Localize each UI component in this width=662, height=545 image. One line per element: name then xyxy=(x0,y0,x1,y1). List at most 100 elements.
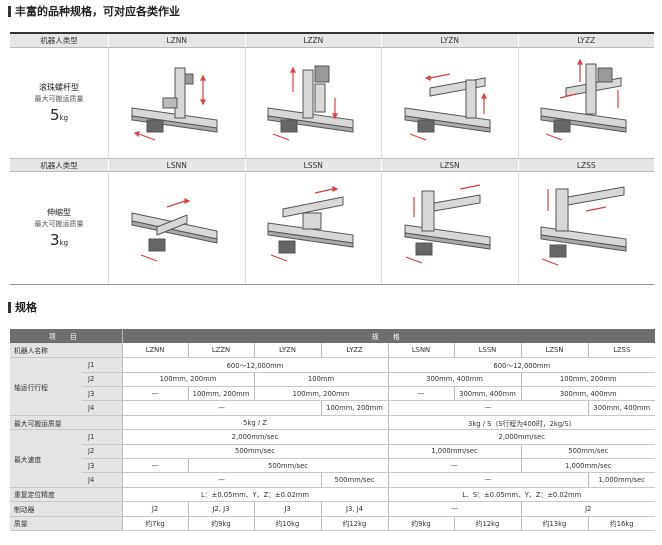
model-header: LZNN xyxy=(108,34,245,47)
payload-label: 最大可搬运质量 xyxy=(34,95,84,103)
value-cell: — xyxy=(121,386,189,402)
robot-type-header: 机器人类型 xyxy=(40,36,78,45)
section-title-variants: 丰富的品种规格，可对应各类作业 xyxy=(8,4,180,18)
row-label: 轴运行行程 xyxy=(10,357,82,416)
value-cell: 约9kg xyxy=(387,516,455,531)
payload-value: 3kg xyxy=(49,231,69,249)
robot-image-lyzn xyxy=(381,48,518,158)
value-cell: 3kg / S（S行程为400时，2kg/S） xyxy=(387,415,656,431)
value-cell: L、S：±0.05mm、Y、Z：±0.02mm xyxy=(387,487,656,503)
row-label: 最大速度 xyxy=(10,429,82,488)
section-title-specs: 规格 xyxy=(8,300,37,314)
spec-row-stroke-j3: J3 — 100mm, 200mm 100mm, 200mm — 300mm, … xyxy=(10,386,656,402)
model-cell: LZNN xyxy=(121,343,189,359)
spec-row-mass: 质量 约7kg 约9kg 约10kg 约12kg 约9kg 约12kg 约13k… xyxy=(10,516,656,531)
spec-row-speed-j1: 最大速度 J1 2,000mm/sec 2,000mm/sec xyxy=(10,429,656,488)
spec-row-stroke-j2: J2 100mm, 200mm 100mm 300mm, 400mm 100mm… xyxy=(10,372,656,388)
value-cell: 100mm, 200mm xyxy=(320,400,389,416)
payload-label: 最大可搬运质量 xyxy=(34,220,84,228)
robot-image-lyzz xyxy=(517,48,655,158)
spec-header: 规 格 xyxy=(121,329,656,344)
row-label: 机器人名称 xyxy=(10,343,123,359)
title-marker xyxy=(8,5,11,17)
spec-row-speed-j3: J3 — 500mm/sec — 1,000mm/sec xyxy=(10,458,656,474)
row-label: 重复定位精度 xyxy=(10,487,123,503)
value-cell: 600～12,000mm xyxy=(387,357,656,373)
spec-row-repeatability: 重复定位精度 L：±0.05mm、Y、Z：±0.02mm L、S：±0.05mm… xyxy=(10,487,656,503)
axis-label: J3 xyxy=(82,386,123,402)
value-cell: J2 xyxy=(121,501,189,517)
model-header: LZSN xyxy=(381,159,518,171)
spec-row-speed-j2: J2 500mm/sec 1,000mm/sec 500mm/sec xyxy=(10,444,656,460)
value-cell: 约9kg xyxy=(187,516,255,531)
value-cell: — xyxy=(387,400,589,416)
spec-row-stroke-j4: J4 — 100mm, 200mm — 300mm, 400mm xyxy=(10,400,656,416)
value-cell: L：±0.05mm、Y、Z：±0.02mm xyxy=(121,487,389,503)
value-cell: 500mm/sec xyxy=(121,444,389,460)
value-cell: 约16kg xyxy=(587,516,656,531)
value-cell: 500mm/sec xyxy=(187,458,389,474)
model-header: LYZZ xyxy=(517,34,655,47)
row-label: 制动器 xyxy=(10,501,123,517)
value-cell: 600～12,000mm xyxy=(121,357,389,373)
section-title-text: 规格 xyxy=(15,301,37,314)
model-cell: LZSN xyxy=(520,343,589,359)
robot-type-header: 机器人类型 xyxy=(40,160,78,170)
robot-illustration xyxy=(131,198,218,262)
value-cell: — xyxy=(121,400,322,416)
spec-row-name: 机器人名称 LZNN LZZN LYZN LYZZ LSNN LSSN LZSN… xyxy=(10,343,656,359)
axis-label: J3 xyxy=(82,458,123,474)
value-cell: — xyxy=(387,386,455,402)
spec-row-stroke-j1: 轴运行行程 J1 600～12,000mm 600～12,000mm xyxy=(10,357,656,416)
value-cell: J3 xyxy=(253,501,322,517)
model-cell: LZZN xyxy=(187,343,255,359)
section-title-text: 丰富的品种规格，可对应各类作业 xyxy=(15,5,180,18)
value-cell: 5kg / Z xyxy=(121,415,389,431)
value-cell: J3, J4 xyxy=(320,501,389,517)
model-cell: LSNN xyxy=(387,343,455,359)
type-name: 滚珠螺杆型 xyxy=(39,83,79,92)
value-cell: — xyxy=(387,472,589,488)
robot-image-lzss xyxy=(517,172,655,284)
robot-gallery: 机器人类型 LZNN LZZN LYZN LYZZ 滚珠螺杆型 最大可搬运质量 … xyxy=(10,32,654,285)
value-cell: — xyxy=(121,458,189,474)
axis-label: J1 xyxy=(82,357,123,373)
value-cell: J2, J3 xyxy=(187,501,255,517)
value-cell: 300mm, 400mm xyxy=(453,386,522,402)
value-cell: 约12kg xyxy=(453,516,522,531)
spec-row-speed-j4: J4 — 500mm/sec — 1,000mm/sec xyxy=(10,472,656,488)
model-header: LZZN xyxy=(244,34,382,47)
gallery-row-telescopic: 伸缩型 最大可搬运质量 3kg xyxy=(10,172,654,284)
gallery-header-row-2: 机器人类型 LSNN LSSN LZSN LZSS xyxy=(10,158,654,172)
robot-illustration xyxy=(131,67,218,141)
axis-label: J1 xyxy=(82,429,123,445)
robot-illustration xyxy=(404,184,491,264)
model-cell: LYZN xyxy=(253,343,322,359)
robot-image-lzsn xyxy=(381,172,518,284)
type-label-ballscrew: 滚珠螺杆型 最大可搬运质量 5kg xyxy=(10,48,108,158)
value-cell: 100mm, 200mm xyxy=(187,386,255,402)
robot-illustration xyxy=(267,186,354,262)
title-marker xyxy=(8,301,11,313)
spec-header-row: 项 目 规 格 xyxy=(10,329,656,344)
value-cell: 约7kg xyxy=(121,516,189,531)
robot-image-lznn xyxy=(108,48,245,158)
model-cell: LZSS xyxy=(587,343,656,359)
value-cell: 500mm/sec xyxy=(520,444,656,460)
spec-row-brake: 制动器 J2 J2, J3 J3 J3, J4 — J2 xyxy=(10,501,656,517)
spec-table: 项 目 规 格 机器人名称 LZNN LZZN LYZN LYZZ LSNN L… xyxy=(10,329,656,531)
value-cell: 2,000mm/sec xyxy=(387,429,656,445)
value-cell: J2 xyxy=(520,501,656,517)
value-cell: 约10kg xyxy=(253,516,322,531)
row-label: 质量 xyxy=(10,516,123,531)
robot-image-lssn xyxy=(244,172,382,284)
model-header: LZSS xyxy=(517,159,655,171)
value-cell: 约12kg xyxy=(320,516,389,531)
robot-illustration xyxy=(267,65,354,141)
value-cell: 300mm, 400mm xyxy=(587,400,656,416)
value-cell: — xyxy=(387,458,522,474)
value-cell: 约13kg xyxy=(520,516,589,531)
value-cell: 100mm, 200mm xyxy=(121,372,255,388)
spec-row-payload: 最大可搬运质量 5kg / Z 3kg / S（S行程为400时，2kg/S） xyxy=(10,415,656,431)
value-cell: 100mm xyxy=(253,372,389,388)
